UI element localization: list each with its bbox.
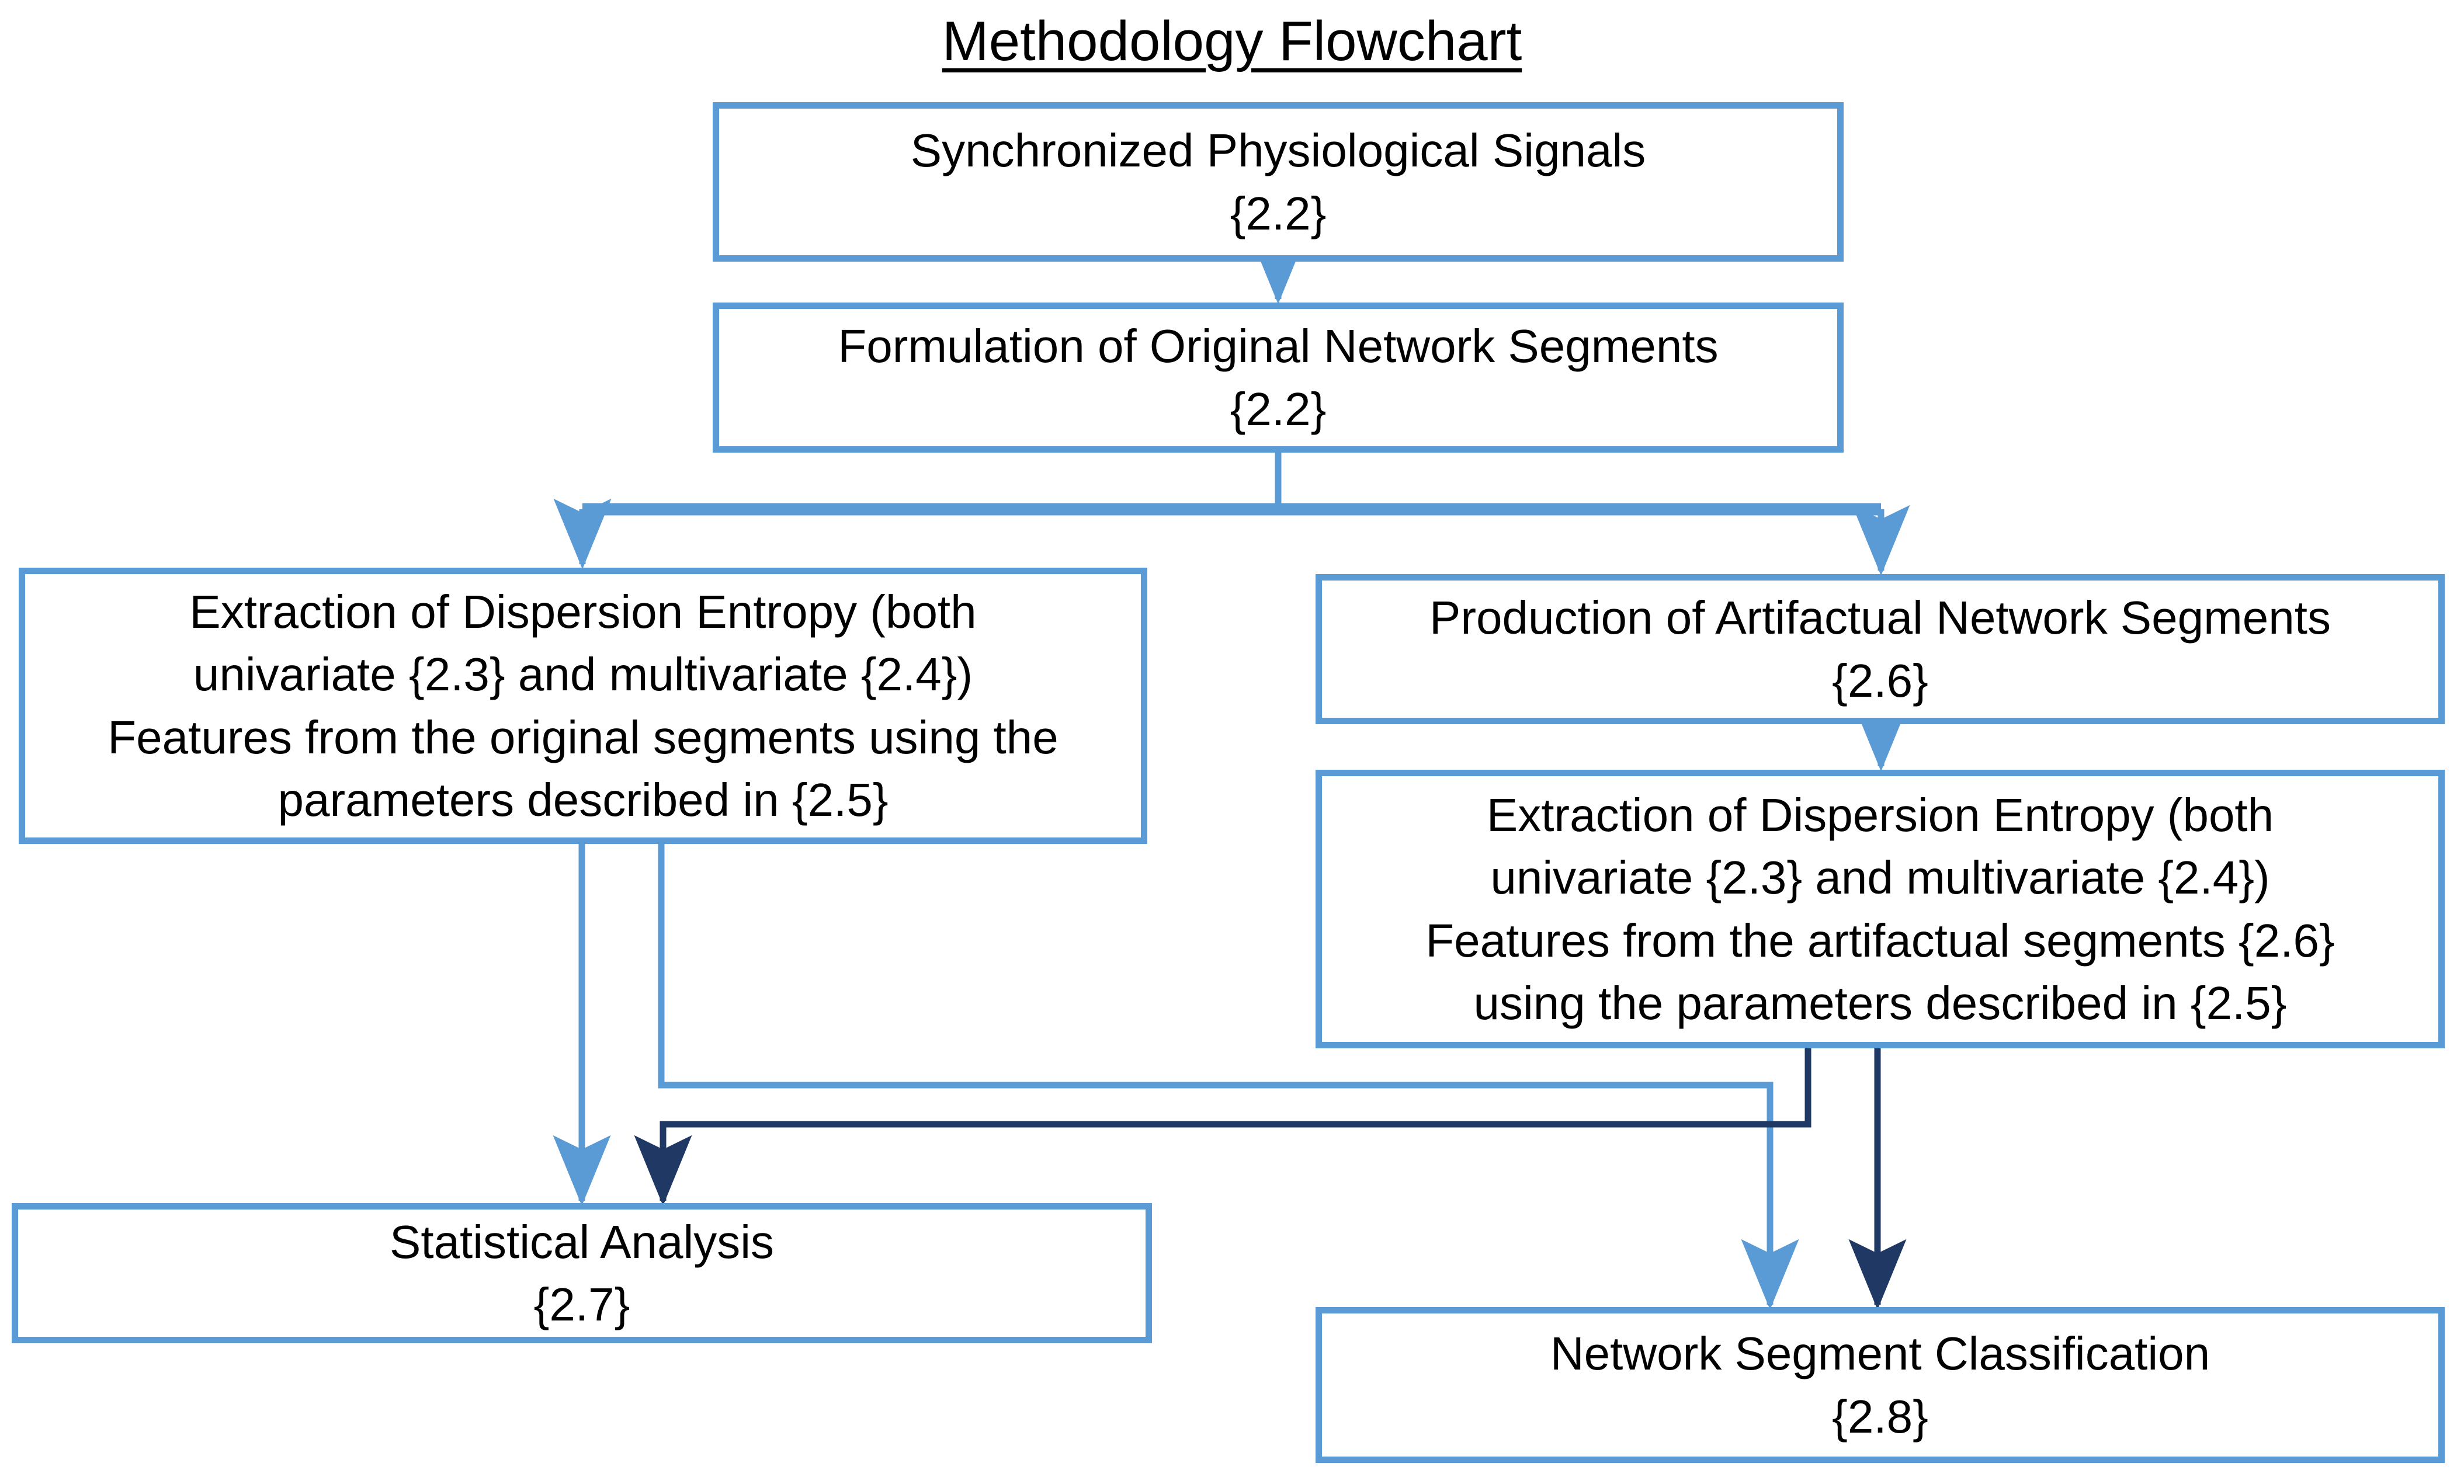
node-section-ref: {2.6} <box>1832 654 1928 707</box>
node-extraction-artifactual-segments[interactable]: Extraction of Dispersion Entropy (both u… <box>1316 770 2445 1048</box>
node-network-segment-classification[interactable]: Network Segment Classification {2.8} <box>1316 1307 2445 1463</box>
node-line: parameters described in {2.5} <box>277 773 889 826</box>
node-line: Features from the original segments usin… <box>107 711 1059 763</box>
node-line: Extraction of Dispersion Entropy (both <box>1486 789 2274 842</box>
node-line: Production of Artifactual Network Segmen… <box>1429 592 2331 644</box>
node-synchronized-physiological-signals[interactable]: Synchronized Physiological Signals {2.2} <box>713 102 1844 262</box>
node-line: Statistical Analysis <box>389 1215 775 1268</box>
connector-extraction-artifactual-to-statistical <box>634 1048 1811 1206</box>
node-line: Synchronized Physiological Signals <box>910 124 1646 177</box>
page-title-text: Methodology Flowchart <box>942 10 1522 72</box>
node-line: using the parameters described in {2.5} <box>1473 976 2287 1029</box>
node-statistical-analysis[interactable]: Statistical Analysis {2.7} <box>12 1203 1152 1343</box>
node-extraction-original-segments[interactable]: Extraction of Dispersion Entropy (both u… <box>19 568 1147 844</box>
node-line: univariate {2.3} and multivariate {2.4}) <box>1490 852 2270 904</box>
node-section-ref: {2.8} <box>1832 1390 1928 1443</box>
node-production-of-artifactual-network-segments[interactable]: Production of Artifactual Network Segmen… <box>1316 574 2445 724</box>
node-line: Network Segment Classification <box>1550 1327 2210 1380</box>
node-section-ref: {2.2} <box>1230 383 1327 435</box>
node-section-ref: {2.7} <box>533 1278 630 1330</box>
page-title: Methodology Flowchart <box>0 11 2464 72</box>
node-section-ref: {2.2} <box>1230 187 1327 239</box>
node-line: Formulation of Original Network Segments <box>838 320 1719 373</box>
node-formulation-of-original-network-segments[interactable]: Formulation of Original Network Segments… <box>713 303 1844 453</box>
node-line: Extraction of Dispersion Entropy (both <box>189 586 977 638</box>
node-line: univariate {2.3} and multivariate {2.4}) <box>193 648 973 701</box>
node-line: Features from the artifactual segments {… <box>1425 914 2335 967</box>
